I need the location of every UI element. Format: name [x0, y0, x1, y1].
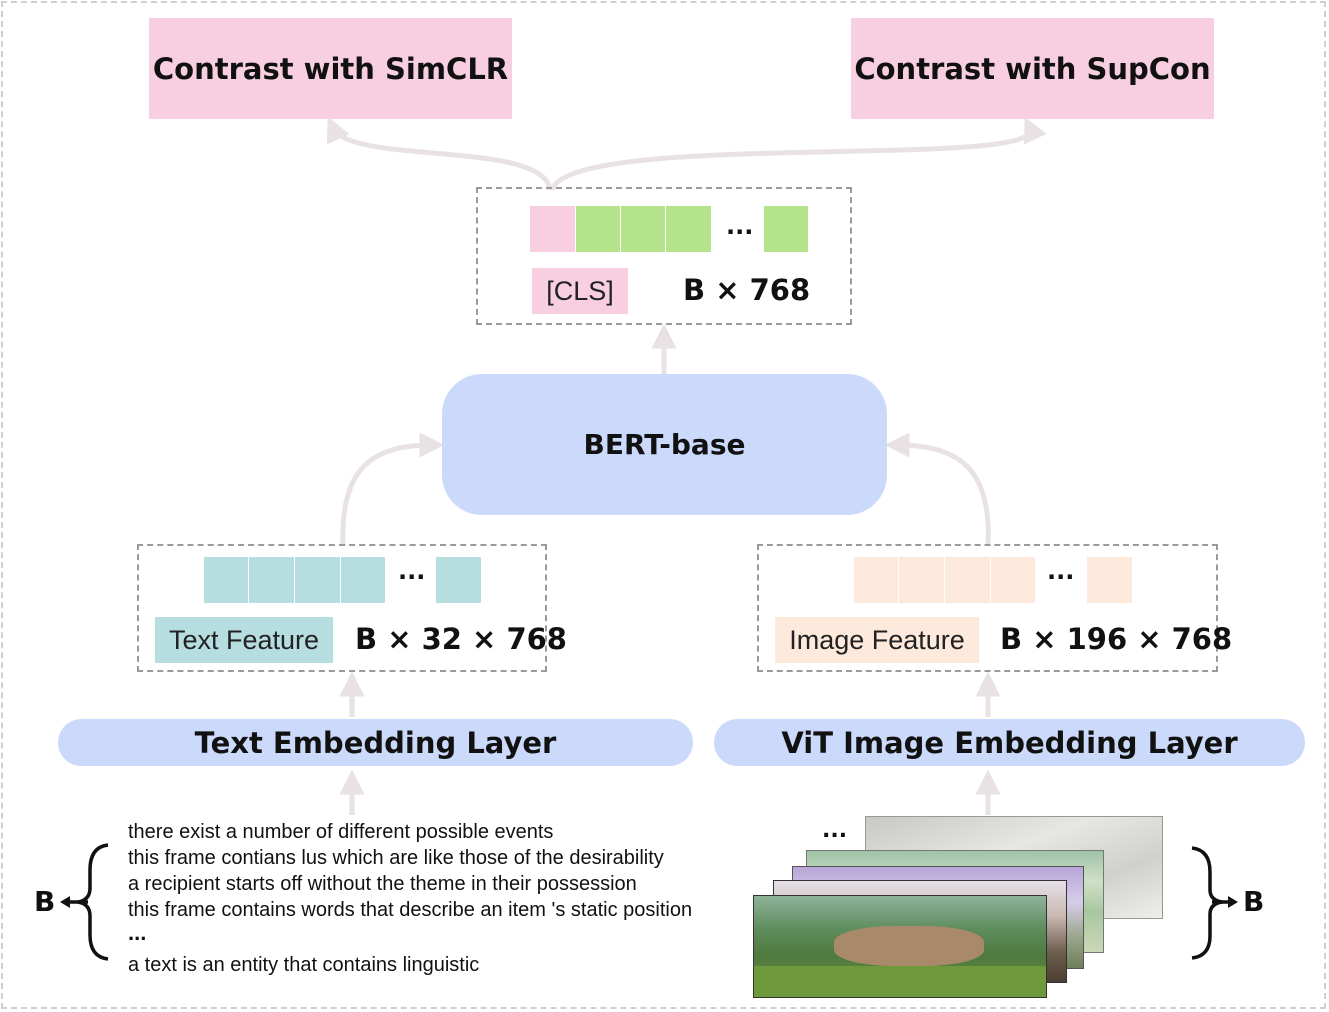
image-token-cell — [1087, 557, 1132, 603]
cls-token-row: ... — [530, 206, 810, 252]
text-token-row: ... — [204, 557, 484, 603]
image-token-cell — [991, 557, 1035, 603]
contrast-supcon-box: Contrast with SupCon — [851, 18, 1214, 119]
text-feature-box: ... Text Feature B × 32 × 768 — [137, 544, 567, 672]
vit-image-embedding-layer: ViT Image Embedding Layer — [714, 719, 1305, 766]
output-token-cell — [576, 206, 620, 252]
cls-token-cell — [530, 206, 575, 252]
text-token-cell — [204, 557, 248, 603]
grass-shape — [754, 966, 1046, 997]
text-input-line: this frame contains words that describe … — [128, 899, 693, 921]
cls-output-box: ... [CLS] B × 768 — [476, 187, 852, 325]
image-feature-box: ... Image Feature B × 196 × 768 — [757, 544, 1232, 672]
image-feature-label: Image Feature — [775, 617, 979, 663]
text-token-cell — [436, 557, 481, 603]
text-input-line-last: a text is an entity that contains lingui… — [128, 954, 480, 976]
arrow-image-to-bert — [884, 432, 991, 547]
output-token-cell — [764, 206, 808, 252]
input-image-oxen — [753, 895, 1047, 998]
text-input-line: a recipient starts off without the theme… — [128, 873, 637, 895]
text-ellipsis: ... — [398, 557, 426, 585]
image-token-cell — [854, 557, 898, 603]
arrow-cls-to-simclr — [326, 116, 553, 191]
cls-ellipsis: ... — [726, 212, 754, 240]
text-token-cell — [249, 557, 294, 603]
text-feature-dim: B × 32 × 768 — [355, 622, 567, 656]
arrow-text-to-bert — [340, 432, 445, 547]
output-token-cell — [621, 206, 665, 252]
text-token-cell — [295, 557, 340, 603]
batch-label-left: B — [34, 885, 56, 918]
cls-label: [CLS] — [532, 268, 628, 314]
text-input-line: this frame contians lus which are like t… — [128, 847, 664, 869]
image-feature-dim: B × 196 × 768 — [1000, 622, 1233, 656]
cls-dim: B × 768 — [683, 273, 811, 307]
image-stack-ellipsis: ... — [822, 818, 848, 843]
contrast-simclr-box: Contrast with SimCLR — [149, 18, 512, 119]
arrow-cls-to-supcon — [549, 116, 1047, 192]
text-input-line: there exist a number of different possib… — [128, 821, 554, 843]
image-token-row: ... — [854, 557, 1134, 603]
output-token-cell — [666, 206, 711, 252]
text-input-ellipsis: ... — [128, 920, 147, 945]
image-token-cell — [945, 557, 990, 603]
batch-label-right: B — [1243, 885, 1265, 918]
text-token-cell — [341, 557, 385, 603]
image-ellipsis: ... — [1047, 557, 1075, 585]
text-embedding-layer: Text Embedding Layer — [58, 719, 693, 766]
text-feature-label: Text Feature — [155, 617, 333, 663]
image-token-cell — [899, 557, 944, 603]
bert-base-block: BERT-base — [442, 374, 887, 515]
oxen-shape — [834, 926, 984, 966]
